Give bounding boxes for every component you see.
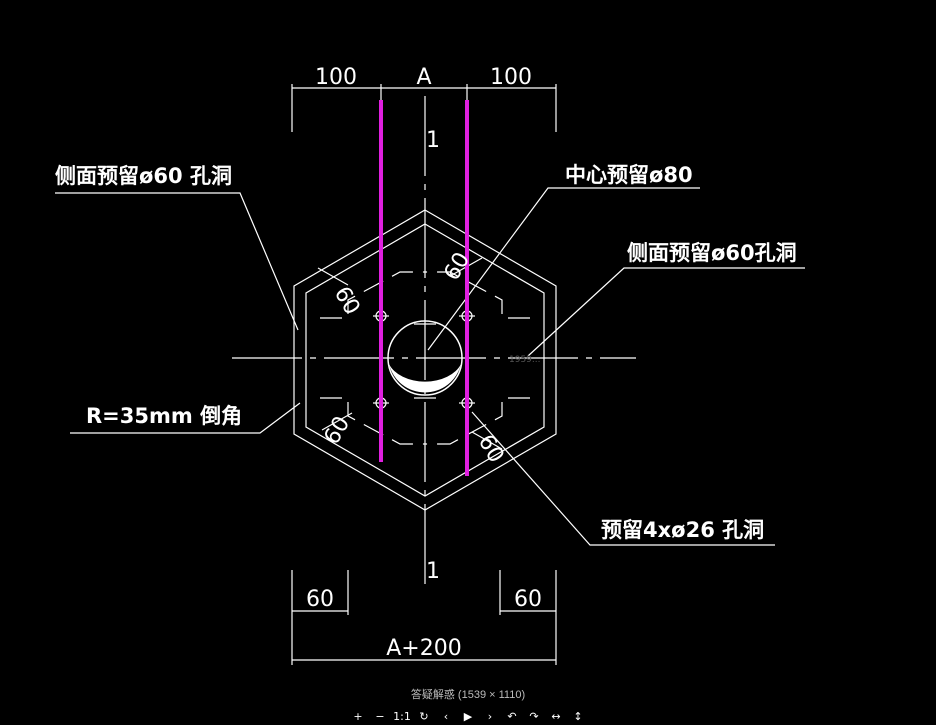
dim-top-left: 100: [315, 65, 357, 90]
inner-recess-lines: [320, 271, 530, 445]
callout-chamfer: R=35mm 倒角: [86, 404, 242, 428]
image-caption: 答疑解惑 (1539 × 1110): [410, 689, 526, 701]
slope-label-top-left: 60: [329, 283, 365, 320]
faint-watermark: 1959...: [509, 355, 541, 365]
slope-label-top-right: 60: [440, 248, 476, 285]
dim-top-center: A: [416, 65, 431, 90]
prev-button[interactable]: ‹: [443, 710, 449, 723]
callout-side-hole-right: 侧面预留ø60孔洞: [627, 241, 797, 265]
next-button[interactable]: ›: [487, 710, 493, 723]
flip-horizontal-button[interactable]: ↔: [551, 710, 561, 723]
play-button[interactable]: ▶: [463, 710, 473, 723]
actual-size-button[interactable]: 1:1: [393, 710, 411, 723]
cad-drawing: 100 A 100 60 60 A+200 1 1 60 60 60 60 19…: [55, 65, 805, 665]
viewer-toolbar: + − 1:1 ↻ ‹ ▶ › ↶ ↷ ↔ ↕: [0, 708, 936, 725]
rotate-left-button[interactable]: ↶: [507, 710, 517, 723]
center-hole: [387, 320, 463, 396]
refresh-button[interactable]: ↻: [419, 710, 429, 723]
section-mark-bottom: 1: [426, 559, 440, 584]
section-mark-top: 1: [426, 128, 440, 153]
flip-vertical-button[interactable]: ↕: [573, 710, 583, 723]
callout-center-hole: 中心预留ø80: [565, 163, 693, 187]
callout-side-hole-left: 侧面预留ø60 孔洞: [55, 164, 232, 188]
zoom-in-button[interactable]: +: [353, 710, 363, 723]
rotate-right-button[interactable]: ↷: [529, 710, 539, 723]
center-hole-crescent: [389, 364, 461, 393]
dim-bottom-right: 60: [514, 587, 542, 612]
callout-bolt-holes: 预留4xø26 孔洞: [601, 518, 764, 542]
dim-bottom-total: A+200: [386, 636, 461, 661]
zoom-out-button[interactable]: −: [375, 710, 385, 723]
dim-bottom-left: 60: [306, 587, 334, 612]
slope-label-bottom-left: 60: [320, 412, 356, 449]
dim-top-right: 100: [490, 65, 532, 90]
